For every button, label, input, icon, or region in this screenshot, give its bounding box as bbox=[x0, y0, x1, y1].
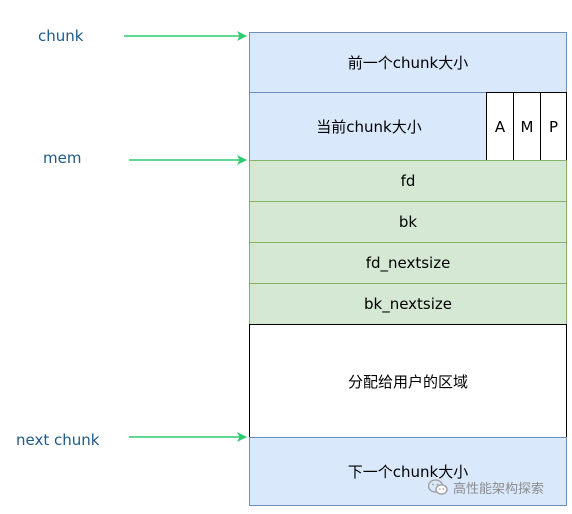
bk-nextsize-text: bk_nextsize bbox=[363, 295, 453, 313]
flag-m: M bbox=[513, 92, 541, 161]
user-area-text: 分配给用户的区域 bbox=[347, 372, 468, 391]
fd-block: fd bbox=[249, 160, 567, 202]
next-chunk-label: next chunk bbox=[16, 431, 100, 449]
chunk-label: chunk bbox=[38, 27, 84, 45]
fd-nextsize-text: fd_nextsize bbox=[365, 254, 451, 272]
bk-text: bk bbox=[398, 213, 418, 231]
prev-size-block: 前一个chunk大小 bbox=[249, 32, 567, 93]
cur-size-text: 当前chunk大小 bbox=[316, 118, 422, 136]
watermark-text: 高性能架构探索 bbox=[453, 482, 545, 497]
user-area-block: 分配给用户的区域 bbox=[249, 324, 567, 438]
bk-nextsize-block: bk_nextsize bbox=[249, 283, 567, 325]
flag-a: A bbox=[486, 92, 514, 161]
prev-size-text: 前一个chunk大小 bbox=[347, 54, 469, 72]
mem-label: mem bbox=[43, 149, 82, 167]
next-size-text: 下一个chunk大小 bbox=[347, 463, 469, 481]
fd-text: fd bbox=[400, 172, 416, 190]
wechat-icon bbox=[428, 479, 448, 495]
fd-nextsize-block: fd_nextsize bbox=[249, 242, 567, 284]
next-size-block: 下一个chunk大小 bbox=[249, 437, 567, 506]
watermark: 高性能架构探索 bbox=[428, 478, 544, 497]
bk-block: bk bbox=[249, 201, 567, 243]
flag-p: P bbox=[540, 92, 567, 161]
